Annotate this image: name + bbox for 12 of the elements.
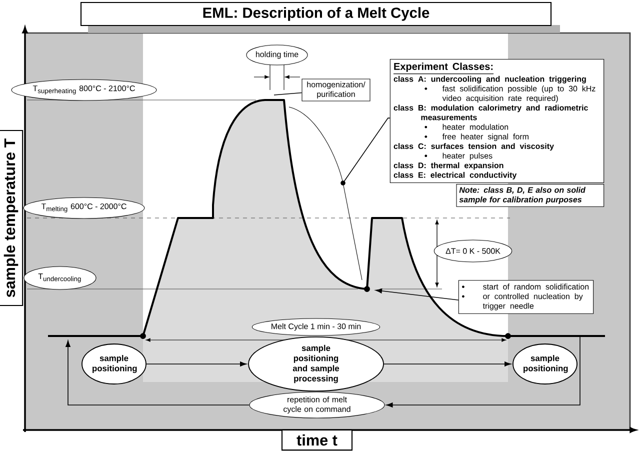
axis-label-box: time t: [281, 429, 353, 451]
arrow: [386, 336, 580, 408]
title-box: EML: Description of a Melt Cycle: [80, 2, 552, 26]
arrow: [66, 340, 250, 406]
note-box: Note: class B, D, E also on solid sample for calibration purposes: [456, 184, 604, 207]
arrow: [375, 288, 459, 300]
label-box: homogenization/ purification: [302, 78, 370, 102]
info-box: start of random solidification or controlled nucleation by trigger needle: [458, 280, 594, 314]
arrow: [146, 362, 247, 366]
leader-line: [342, 118, 390, 184]
arrow: [384, 362, 512, 366]
thin-curve: [288, 106, 362, 280]
